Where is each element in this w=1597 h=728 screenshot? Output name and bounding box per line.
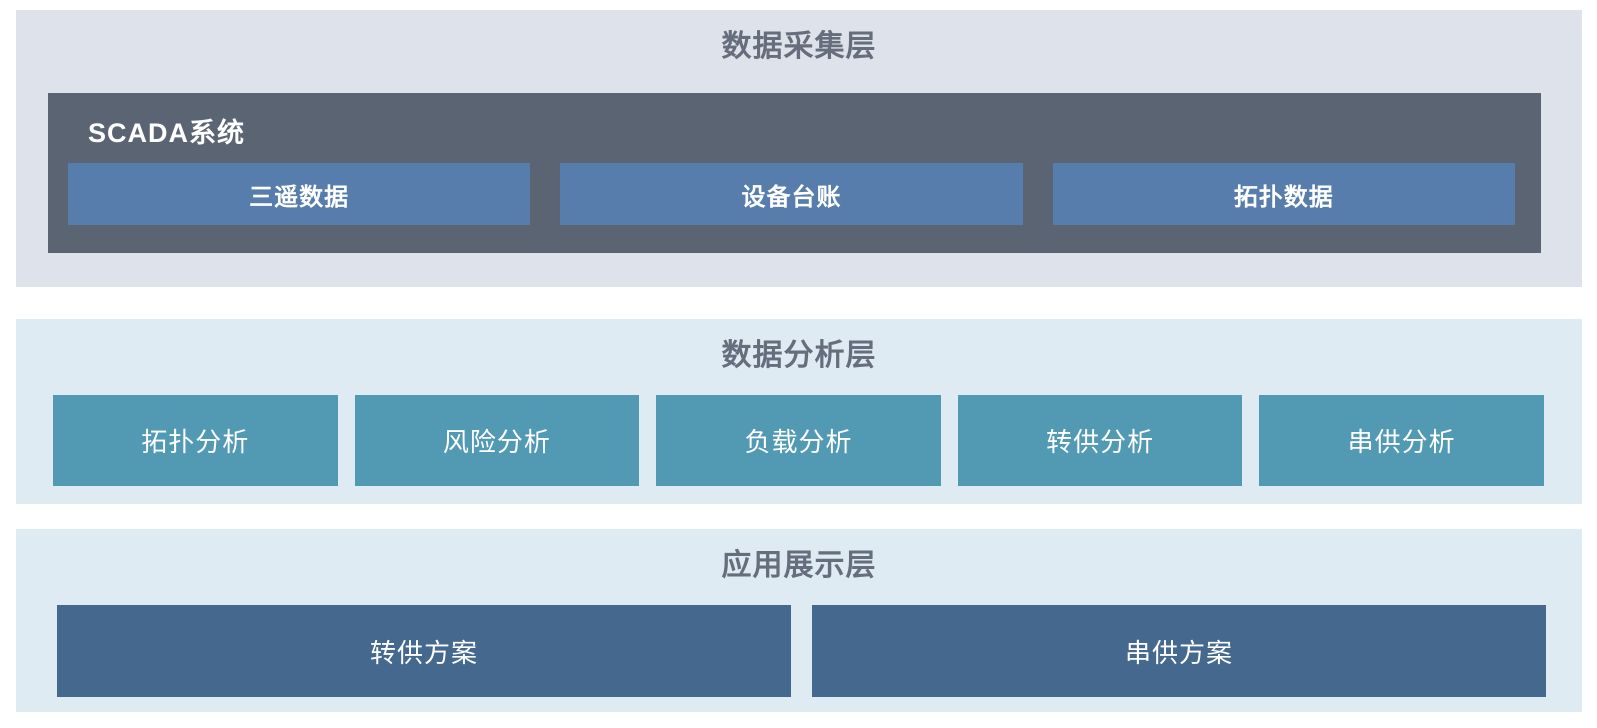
layer-data-analysis: 数据分析层 拓扑分析 风险分析 负载分析 转供分析 串供分析 [16, 319, 1582, 504]
scada-system-label: SCADA系统 [88, 118, 246, 148]
layer-application-display: 应用展示层 转供方案 串供方案 [16, 529, 1582, 712]
cascade-supply-analysis-box: 串供分析 [1259, 395, 1544, 486]
telemetry-data-box: 三遥数据 [68, 163, 531, 225]
transfer-supply-analysis-box: 转供分析 [957, 395, 1243, 486]
layer-application-display-title: 应用展示层 [721, 549, 877, 582]
topology-analysis-box: 拓扑分析 [53, 395, 338, 486]
layer-data-collection: 数据采集层 SCADA系统 三遥数据 设备台账 拓扑数据 [16, 10, 1582, 287]
application-row: 转供方案 串供方案 [57, 605, 1546, 697]
load-analysis-box: 负载分析 [656, 395, 941, 486]
topology-data-box: 拓扑数据 [1052, 163, 1515, 225]
cascade-supply-plan-box: 串供方案 [812, 605, 1546, 697]
transfer-supply-plan-box: 转供方案 [57, 605, 791, 697]
scada-data-row: 三遥数据 设备台账 拓扑数据 [68, 163, 1515, 225]
analysis-row: 拓扑分析 风险分析 负载分析 转供分析 串供分析 [53, 395, 1544, 486]
layer-data-collection-title: 数据采集层 [721, 30, 877, 63]
scada-system-group: SCADA系统 三遥数据 设备台账 拓扑数据 [48, 93, 1541, 253]
layer-data-analysis-title: 数据分析层 [721, 339, 877, 372]
equipment-ledger-box: 设备台账 [560, 163, 1023, 225]
risk-analysis-box: 风险分析 [354, 395, 640, 486]
